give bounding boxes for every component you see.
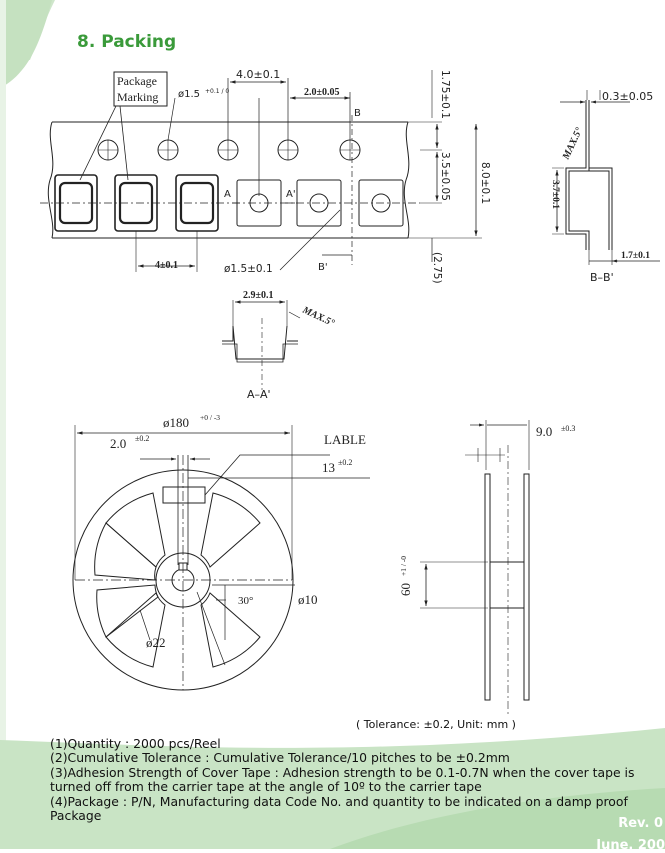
reel-width-label: 9.0 [536,424,552,439]
reel-diameter-tol-label: +0 / -3 [200,413,220,422]
hole-dia-tol-label: +0.1 / 0 [205,88,229,95]
edge-dim-label: 1.75±0.1 [439,70,451,119]
reel-hub-dia-tol-label: +1 / -0 [399,556,408,576]
bb-thickness-label: 0.3±0.05 [602,90,653,103]
pitch-2-label: 2.0±0.05 [304,87,340,98]
bb-foot-label: 1.7±0.1 [621,251,650,261]
reel-front [72,425,370,691]
date-label: June, 200 [596,838,665,853]
reel-hub-label: 13 [322,460,335,475]
reel-slot-label: 2.0 [110,436,126,451]
note-quantity: (1)Quantity : 2000 pcs/Reel [50,736,221,751]
package-marking-label-2: Marking [117,90,158,104]
reel-bore-label: ø10 [298,592,318,607]
note-package: (4)Package : P/N, Manufacturing data Cod… [50,793,632,824]
aa-width-label: 2.9±0.1 [243,290,274,301]
width-dim-label: 8.0±0.1 [479,162,491,204]
bb-angle-label: MAX.5° [560,126,585,162]
tolerance-note: ( Tolerance: ±0.2, Unit: mm ) [356,718,516,731]
cut-a-label: A [224,189,231,200]
reel-core-label: ø22 [146,635,166,650]
aa-angle-label: MAX.5° [300,304,336,329]
pitch-4-label: 4.0±0.1 [236,68,280,81]
bb-depth-label: 3.7±0.1 [550,180,560,209]
revision-label: Rev. 0 [618,816,663,831]
bottom-dim-label: (2.75) [431,252,443,284]
note-adhesion-strength: (3)Adhesion Strength of Cover Tape : Adh… [50,764,639,795]
note-cumulative-tolerance: (2)Cumulative Tolerance : Cumulative Tol… [50,750,510,766]
hole-dia-label: ø1.5 [178,89,200,100]
cut-a2-label: A' [286,189,296,200]
reel-side [420,420,530,716]
cut-b2-label: B' [318,262,328,273]
bb-caption: B–B' [590,271,614,284]
reel-width-tol-label: ±0.3 [561,424,575,433]
pocket-hole-label: ø1.5±0.1 [224,263,273,275]
reel-hub-dia-label: 60 [398,583,413,596]
section-bb-drawing [552,90,660,265]
reel-label-text: LABLE [324,432,366,447]
package-marking-label-1: Package [117,74,157,88]
reel-hub-tol-label: ±0.2 [338,458,352,467]
carrier-tape [40,70,482,272]
center-dim-label: 3.5±0.05 [439,152,451,201]
section-title: 8. Packing [77,32,177,52]
pocket-pitch-label: 4±0.1 [155,260,178,271]
aa-caption: A–A' [247,388,271,401]
reel-diameter-label: ø180 [163,415,189,430]
cut-b-label: B [354,108,361,119]
section-aa-drawing [222,300,301,390]
reel-angle-label: 30° [238,595,253,607]
packing-notes: (1)Quantity : 2000 pcs/Reel (2)Cumulativ… [50,736,640,824]
sprocket-holes [97,139,361,161]
reel-slot-tol-label: ±0.2 [135,434,149,443]
